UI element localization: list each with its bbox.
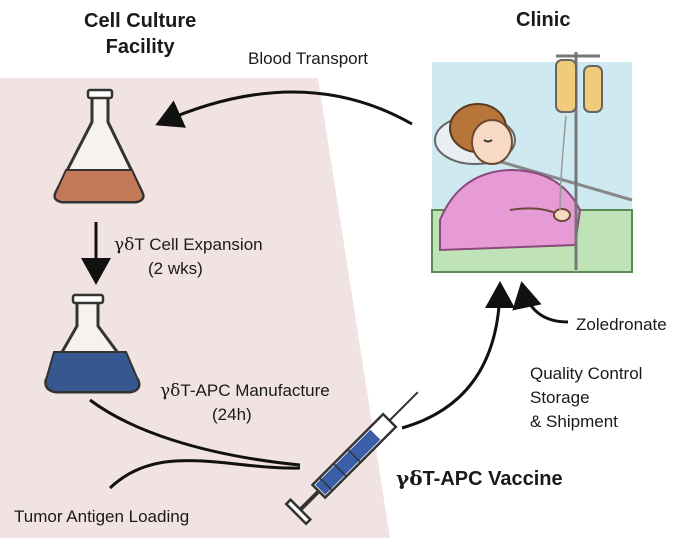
- vaccine-text: T-APC Vaccine: [422, 468, 563, 490]
- vaccine-arrow: [401, 281, 515, 430]
- qc-line-1: Quality Control: [530, 364, 643, 383]
- syringe-icon: [284, 391, 419, 526]
- expansion-greek: γδ: [114, 235, 135, 255]
- qc-line-3: & Shipment: [530, 412, 618, 432]
- flask-orange-icon: [53, 88, 145, 204]
- vaccine-greek: γδ: [396, 466, 423, 490]
- blood-transport-arrow: [155, 90, 413, 128]
- flask-blue-icon: [44, 293, 141, 394]
- manufacture-duration: (24h): [212, 405, 252, 424]
- facility-heading: Cell Culture Facility: [84, 8, 196, 60]
- zoledronate-arrow: [512, 281, 569, 324]
- facility-heading-line-1: Cell Culture: [84, 10, 197, 32]
- blood-transport-label: Blood Transport: [248, 49, 369, 68]
- expansion-text: T Cell Expansion: [134, 235, 263, 254]
- iv-bag-icon: [555, 59, 603, 113]
- qc-line-2: Storage: [530, 388, 590, 408]
- expansion-duration: (2 wks): [148, 259, 203, 278]
- antigen-curve: [108, 459, 301, 490]
- manufacture-greek: γδ: [160, 381, 181, 401]
- tumor-antigen-label: Tumor Antigen Loading: [14, 507, 190, 526]
- qc-label: Quality Control Storage & Shipment: [530, 362, 642, 434]
- expansion-label: γδT Cell Expansion: [114, 234, 263, 256]
- patient-bed-icon: [431, 52, 633, 273]
- manufacture-text: T-APC Manufacture: [180, 381, 330, 400]
- zoledronate-label: Zoledronate: [576, 315, 667, 334]
- manufacture-curve: [89, 398, 301, 467]
- facility-heading-line-2: Facility: [105, 36, 175, 58]
- clinic-heading: Clinic: [516, 9, 571, 31]
- vaccine-label: γδT-APC Vaccine: [396, 466, 563, 492]
- manufacture-label: γδT-APC Manufacture: [160, 380, 330, 402]
